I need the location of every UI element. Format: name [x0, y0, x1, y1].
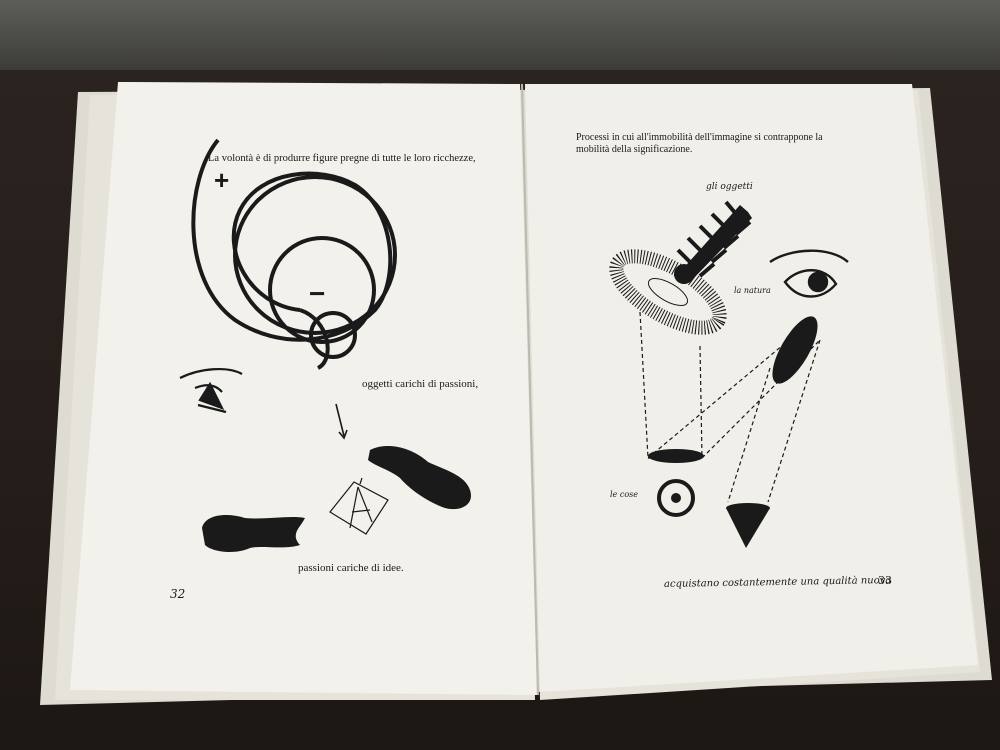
plus-sign: +	[214, 165, 230, 195]
page-number-left: 32	[170, 587, 186, 601]
spiky-object	[674, 200, 752, 284]
cone-shape	[726, 503, 770, 548]
book-gutter	[521, 83, 539, 696]
label-la-natura: la natura	[734, 286, 771, 295]
right-page	[525, 84, 978, 692]
arrow-down	[335, 403, 348, 440]
minus-sign: −	[309, 278, 326, 309]
left-text-line3: passioni cariche di idee.	[298, 562, 404, 574]
black-ellipse-flat	[648, 449, 704, 463]
page-number-right: 33	[878, 574, 892, 587]
hand-right-silhouette	[368, 446, 471, 510]
eye-drawing-right	[769, 249, 849, 298]
label-le-cose: le cose	[610, 490, 638, 499]
left-page	[70, 82, 537, 695]
black-ellipse-tilted	[772, 316, 818, 384]
eye-drawing-left	[179, 367, 243, 414]
right-paragraph-line2: mobilità della significazione.	[576, 144, 693, 155]
background-wall	[0, 0, 1000, 70]
right-paragraph-line1: Processi in cui all'immobilità dell'imma…	[576, 132, 823, 143]
left-text-line2: oggetti carichi di passioni,	[362, 378, 479, 390]
hand-left-silhouette	[202, 515, 305, 552]
left-text-line1: La volontà è di produrre figure pregne d…	[208, 153, 476, 164]
target-circle	[657, 479, 695, 517]
letter-a-diagram	[329, 477, 389, 535]
spiral-circles-illustration	[191, 138, 397, 370]
label-gli-oggetti: gli oggetti	[706, 182, 753, 192]
